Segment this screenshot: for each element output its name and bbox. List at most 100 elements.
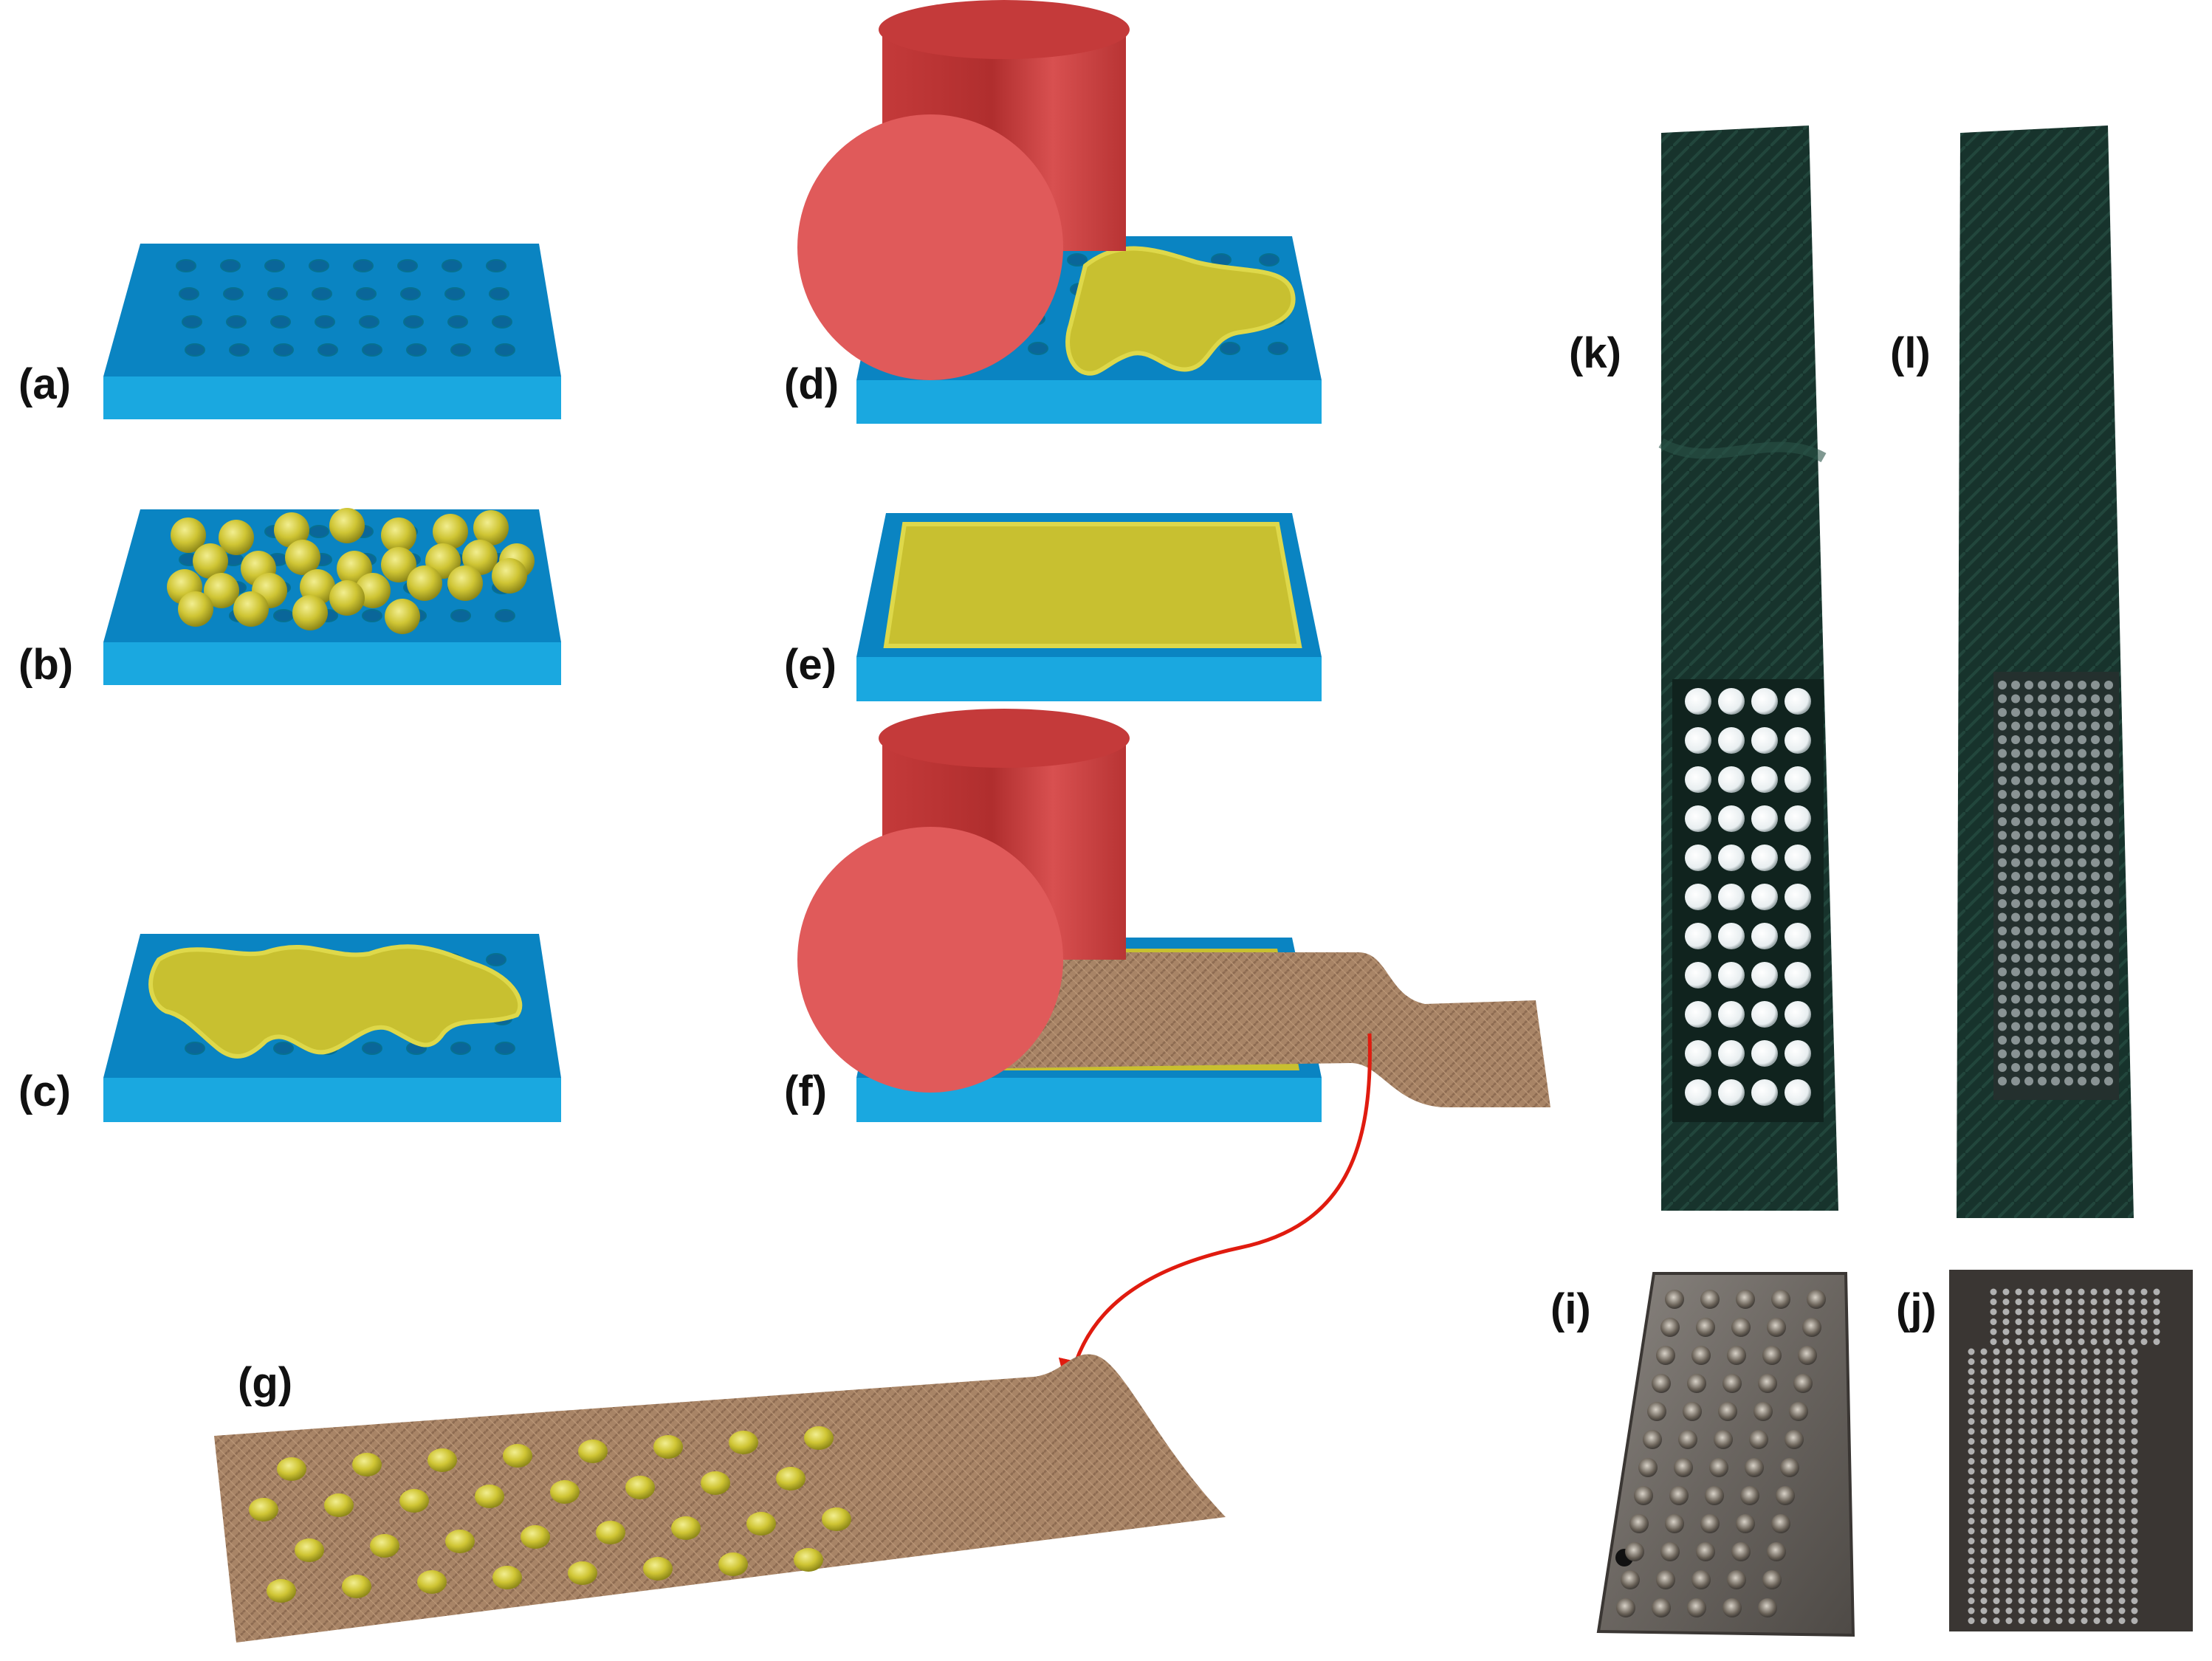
transparent-dot — [2011, 981, 2020, 990]
fine-cavity — [2018, 1468, 2025, 1475]
transparent-dot — [2011, 885, 2020, 895]
melted-polymer-layer — [1065, 246, 1296, 376]
polymer-pellet — [473, 510, 509, 546]
fine-cavity — [1980, 1388, 1988, 1395]
transparent-dot — [2011, 954, 2020, 963]
white-dot — [1785, 688, 1811, 715]
mold-cavity — [1700, 1514, 1720, 1533]
mold-hole — [1067, 253, 1088, 266]
transparent-dot — [2104, 912, 2113, 922]
fine-cavity — [2081, 1458, 2088, 1465]
fine-cavity — [2040, 1328, 2047, 1335]
transparent-dot — [2024, 721, 2033, 731]
mold-holes — [176, 259, 515, 357]
fine-cavity — [2068, 1527, 2075, 1535]
transparent-dot — [2011, 681, 2020, 689]
mold-cavity-array — [1616, 1290, 1826, 1617]
fine-cavity — [1980, 1438, 1988, 1445]
fine-cavity — [2030, 1558, 2038, 1564]
transparent-dot — [2024, 885, 2033, 895]
panel-g-fabric-with-domes — [214, 1354, 1226, 1643]
polymer-film — [883, 522, 1302, 648]
mold-hole — [312, 287, 332, 300]
transparent-dot — [2011, 1036, 2020, 1045]
transparent-dot — [2104, 1063, 2113, 1072]
transparent-dot — [2064, 776, 2073, 785]
fine-cavity — [1968, 1567, 1975, 1575]
fine-cavity — [2118, 1518, 2126, 1524]
mold-cavity — [1625, 1542, 1644, 1561]
polymer-dome — [295, 1538, 324, 1562]
fine-cavity — [2030, 1448, 2038, 1455]
fine-cavity — [2005, 1558, 2013, 1564]
fine-cavity — [2002, 1299, 2010, 1305]
fine-cavity — [2002, 1308, 2010, 1316]
fine-cavity — [2055, 1598, 2063, 1604]
transparent-dot — [2091, 1022, 2100, 1031]
fine-cavity — [2106, 1428, 2113, 1435]
fine-cavity — [2081, 1587, 2088, 1595]
fine-cavity — [2128, 1299, 2135, 1305]
fine-cavity — [1980, 1368, 1988, 1375]
transparent-dot — [2091, 681, 2100, 689]
fine-cavity — [2030, 1567, 2038, 1575]
fine-cavity — [2055, 1518, 2063, 1524]
fine-cavity — [2055, 1507, 2063, 1515]
transparent-dot — [1998, 994, 2007, 1004]
photo-l-fabric-strip — [1957, 125, 2134, 1218]
mold-hole — [1268, 342, 1288, 355]
polymer-pellet — [447, 565, 483, 601]
transparent-dot — [2064, 926, 2073, 935]
fine-cavity — [2093, 1468, 2101, 1475]
fine-cavity — [2030, 1547, 2038, 1555]
transparent-dot — [2078, 1063, 2086, 1072]
transparent-dot — [2011, 721, 2020, 731]
fine-cavity — [1968, 1378, 1975, 1385]
fine-cavity — [1968, 1558, 1975, 1564]
fine-cavity — [2055, 1468, 2063, 1475]
transparent-dot — [2038, 776, 2047, 785]
fine-cavity — [1980, 1518, 1988, 1524]
transparent-dot — [2078, 721, 2086, 731]
fine-cavity — [2043, 1617, 2050, 1624]
transparent-dot — [2104, 803, 2113, 813]
fine-cavity — [1993, 1617, 2000, 1624]
mold-hole — [495, 343, 515, 357]
transparent-dot — [2051, 735, 2060, 744]
fine-cavity — [2118, 1378, 2126, 1385]
fine-cavity — [1993, 1507, 2000, 1515]
transparent-dot — [2078, 994, 2086, 1004]
mold-hole — [273, 609, 294, 622]
white-dot — [1685, 766, 1711, 793]
white-dot — [1785, 1001, 1811, 1028]
transparent-dot — [2078, 681, 2086, 689]
mold-hole — [353, 259, 374, 272]
fine-cavity — [2118, 1498, 2126, 1504]
polymer-pellet — [381, 517, 416, 553]
white-dot — [1751, 884, 1778, 910]
polymer-dome — [625, 1476, 655, 1499]
mold-cavity — [1665, 1514, 1684, 1533]
mold-cavity — [1616, 1598, 1635, 1617]
transparent-dot — [2091, 776, 2100, 785]
mold-cavity — [1722, 1374, 1742, 1393]
fine-cavity — [2106, 1507, 2113, 1515]
fine-cavity — [2005, 1478, 2013, 1485]
fine-cavity — [2030, 1418, 2038, 1425]
fine-cavity — [2018, 1538, 2025, 1544]
transparent-dot — [2104, 790, 2113, 799]
white-dot — [1718, 845, 1745, 871]
fine-cavity — [2043, 1448, 2050, 1455]
mold-cavity — [1678, 1430, 1697, 1449]
fine-cavity — [1993, 1398, 2000, 1405]
transparent-dot — [2104, 1076, 2113, 1086]
transparent-dot — [2078, 790, 2086, 799]
transparent-dot — [2011, 735, 2020, 744]
fine-cavity — [2005, 1538, 2013, 1544]
fine-cavity — [2153, 1318, 2160, 1325]
transparent-dot — [1998, 872, 2007, 881]
transparent-dot — [2051, 845, 2060, 853]
fine-cavity — [2005, 1368, 2013, 1375]
fine-cavity — [2027, 1299, 2035, 1305]
fine-cavity — [2030, 1527, 2038, 1535]
